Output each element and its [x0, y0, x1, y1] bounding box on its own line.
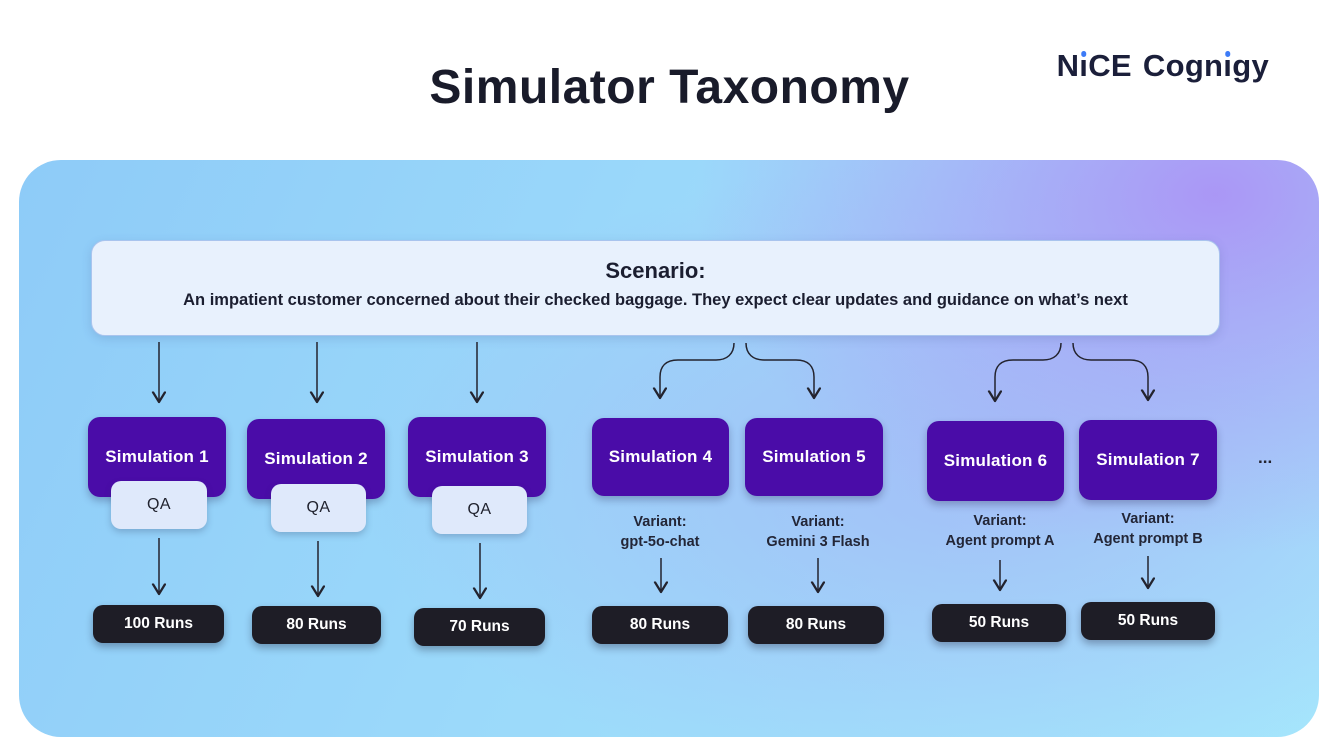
qa-box-2: QA [271, 484, 366, 532]
variant-title-4: Variant: [633, 514, 687, 530]
logo-nice-ce: CE [1088, 48, 1132, 83]
variant-value-7: Agent prompt B [1093, 530, 1203, 547]
runs-label-1: 100 Runs [124, 615, 193, 632]
runs-label-7: 50 Runs [1117, 612, 1179, 629]
variant-title-7: Variant: [1121, 511, 1175, 527]
scenario-heading: Scenario: [605, 258, 706, 283]
variant-value-5: Gemini 3 Flash [766, 533, 870, 550]
logo-nice-i-dot-icon: ı [1079, 48, 1088, 84]
simulation-5-label: Simulation 5 [762, 447, 866, 466]
simulation-6-box: Simulation 6 [927, 421, 1064, 501]
nice-cognigy-logo: NıCE Cognıgy [1057, 48, 1269, 84]
logo-cognigy-i: ı [1223, 48, 1233, 83]
variant-label-6: Variant: Agent prompt A [920, 512, 1080, 551]
runs-box-7: 50 Runs [1081, 602, 1215, 640]
qa-label-3: QA [467, 501, 492, 518]
logo-nice-n: N [1056, 48, 1080, 83]
logo-cognigy-i-dot-icon: ı [1223, 48, 1232, 84]
simulation-3-label: Simulation 3 [425, 447, 529, 466]
simulation-6-label: Simulation 6 [943, 451, 1048, 470]
variant-label-5: Variant: Gemini 3 Flash [738, 513, 898, 552]
runs-box-6: 50 Runs [932, 604, 1066, 642]
variant-label-7: Variant: Agent prompt B [1068, 510, 1228, 549]
qa-box-1: QA [111, 481, 207, 529]
logo-cognigy-pre: Cogn [1142, 48, 1224, 83]
runs-label-3: 70 Runs [449, 618, 510, 635]
logo-nice-i: ı [1079, 48, 1089, 83]
logo-cognigy-post: gy [1232, 48, 1269, 83]
simulation-5-box: Simulation 5 [745, 418, 883, 496]
simulation-4-label: Simulation 4 [608, 447, 713, 466]
more-simulations-indicator: ... [1258, 448, 1273, 467]
variant-value-6: Agent prompt A [945, 532, 1055, 549]
qa-label-1: QA [146, 496, 172, 513]
scenario-description: An impatient customer concerned about th… [183, 291, 1128, 309]
logo-word-cognigy: Cognıgy [1143, 48, 1269, 84]
runs-box-4: 80 Runs [592, 606, 728, 644]
variant-title-6: Variant: [973, 513, 1027, 529]
runs-box-2: 80 Runs [252, 606, 381, 644]
runs-box-5: 80 Runs [748, 606, 884, 644]
simulation-3-box: Simulation 3 [408, 417, 546, 497]
simulation-4-box: Simulation 4 [592, 418, 729, 496]
runs-box-1: 100 Runs [93, 605, 224, 643]
scenario-box: Scenario: An impatient customer concerne… [91, 240, 1220, 336]
qa-box-3: QA [432, 486, 527, 534]
runs-label-4: 80 Runs [629, 616, 691, 633]
simulation-7-label: Simulation 7 [1096, 450, 1200, 469]
runs-label-2: 80 Runs [286, 616, 347, 633]
simulation-7-box: Simulation 7 [1079, 420, 1217, 500]
variant-value-4: gpt-5o-chat [620, 533, 700, 550]
variant-title-5: Variant: [791, 514, 845, 530]
logo-word-nice: NıCE [1057, 48, 1132, 84]
runs-label-5: 80 Runs [785, 616, 847, 633]
qa-label-2: QA [306, 499, 331, 516]
page-title: Simulator Taxonomy [429, 61, 910, 114]
simulation-2-label: Simulation 2 [264, 449, 368, 468]
runs-label-6: 50 Runs [968, 614, 1030, 631]
simulation-1-label: Simulation 1 [105, 447, 209, 466]
variant-label-4: Variant: gpt-5o-chat [580, 513, 740, 552]
runs-box-3: 70 Runs [414, 608, 545, 646]
